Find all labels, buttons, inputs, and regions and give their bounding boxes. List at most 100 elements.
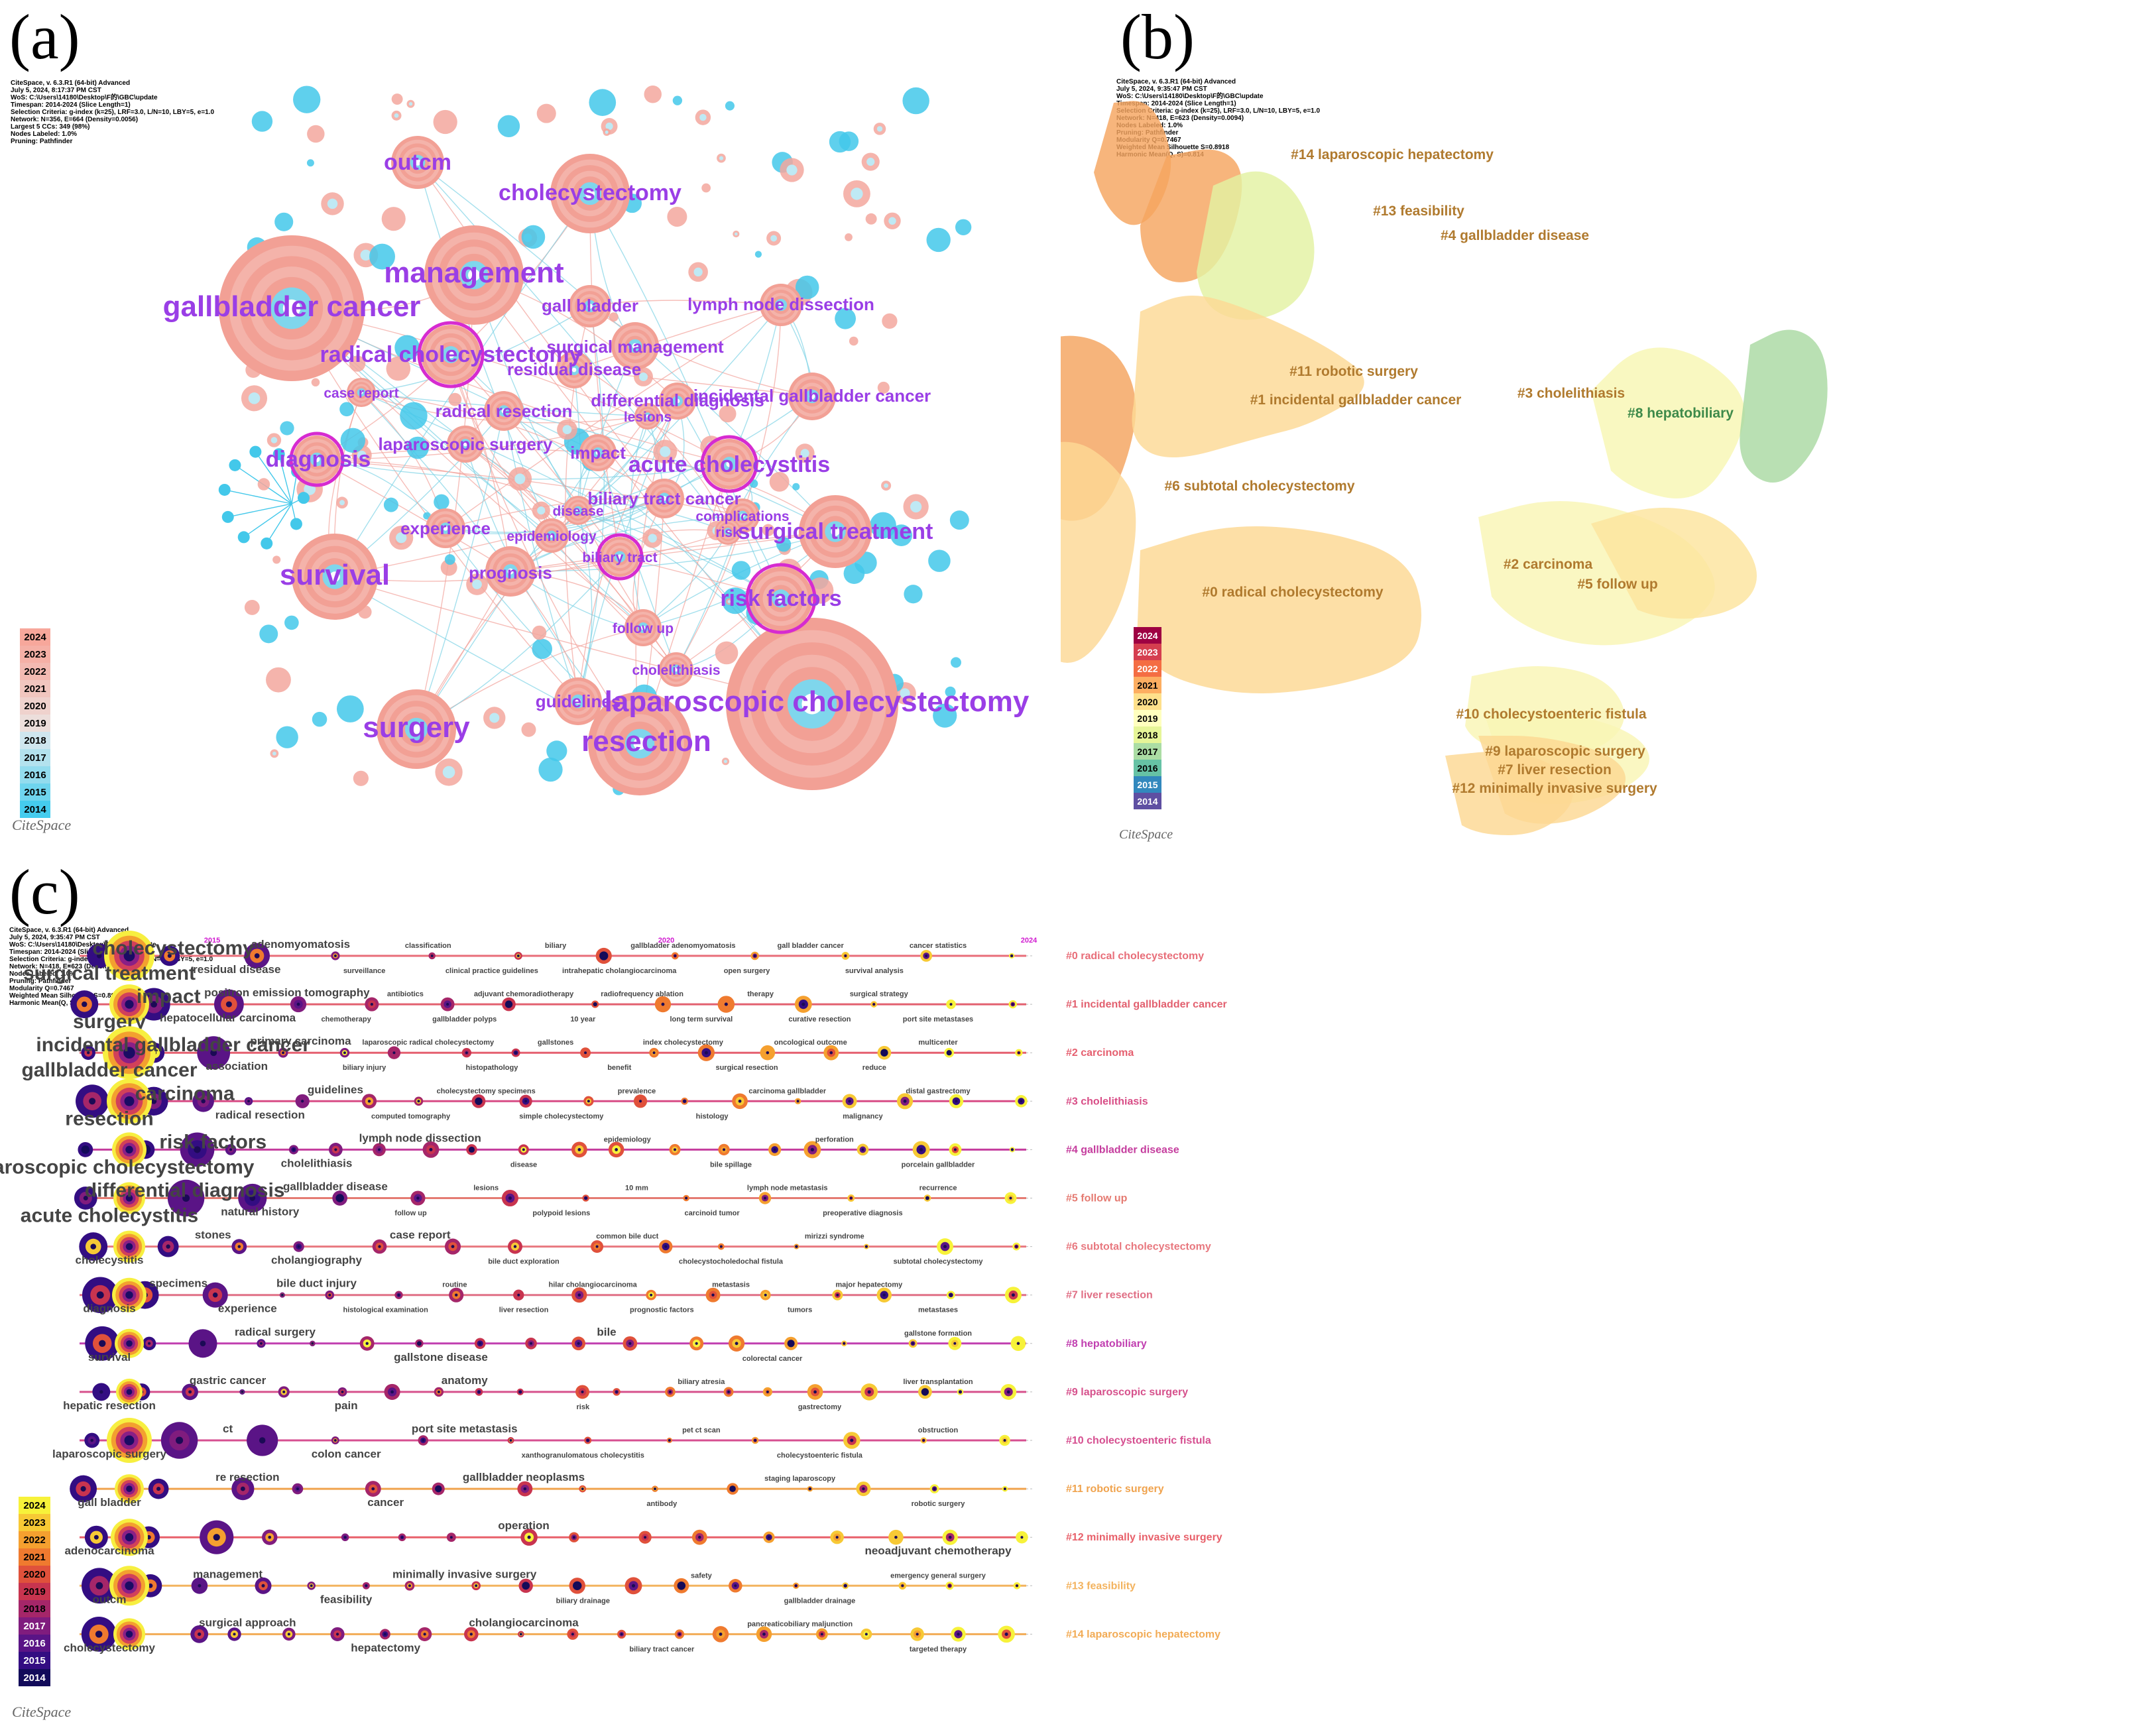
timeline-keyword-label: hepatocellular carcinoma <box>160 1012 296 1024</box>
timeline-keyword-label: hepatic resection <box>63 1399 156 1412</box>
timeline-keyword-label: lymph node metastasis <box>747 1185 828 1192</box>
timeline-node <box>944 1047 955 1058</box>
minor-keyword-node <box>725 101 735 111</box>
keyword-label: incidental gallbladder cancer <box>693 386 931 406</box>
timeline-node <box>76 1084 109 1118</box>
timeline-node <box>82 1568 117 1604</box>
minor-keyword-node <box>843 180 870 207</box>
timeline-node <box>507 1239 522 1254</box>
keyword-node <box>700 435 758 493</box>
timeline-node <box>197 1036 231 1070</box>
legend-year-2016: 2016 <box>20 766 50 783</box>
keyword-node <box>219 235 365 381</box>
keyword-label: lymph node dissection <box>687 294 874 314</box>
timeline-node <box>998 1625 1015 1643</box>
timeline-node <box>842 1094 857 1109</box>
keyword-node <box>447 426 484 463</box>
minor-keyword-node <box>307 125 325 143</box>
timeline-node <box>646 1289 657 1301</box>
keyword-label: acute cholecystitis <box>628 452 830 477</box>
timeline-node <box>908 1339 918 1348</box>
timeline-node <box>113 1182 145 1214</box>
timeline-keyword-label: obstruction <box>918 1426 959 1434</box>
timeline-keyword-label: biliary drainage <box>556 1597 610 1605</box>
keyword-label: biliary tract cancer <box>587 489 741 508</box>
timeline-keyword-label: epidemiology <box>604 1135 652 1143</box>
cluster-label: #4 gallbladder disease <box>1441 228 1589 243</box>
timeline-keyword-label: ct <box>223 1422 233 1435</box>
timeline-node <box>214 989 244 1019</box>
timeline-keyword-label: prognostic factors <box>630 1306 694 1314</box>
keyword-label: outcm <box>384 150 451 175</box>
timeline-node <box>847 1194 855 1202</box>
timeline-node <box>591 1240 604 1253</box>
minor-keyword-node <box>795 275 819 300</box>
minor-keyword-node <box>270 749 279 758</box>
timeline-node <box>717 1243 725 1250</box>
timeline-node <box>1009 1147 1015 1153</box>
minor-keyword-node <box>644 86 662 103</box>
timeline-keyword-label: pet ct scan <box>682 1426 721 1434</box>
timeline-keyword-label: liver resection <box>499 1306 549 1314</box>
timeline-node <box>751 1436 759 1444</box>
timeline-node <box>732 1093 748 1110</box>
minor-keyword-node <box>849 336 859 346</box>
timeline-keyword-label: bile duct exploration <box>488 1258 560 1266</box>
timeline-node <box>444 1238 461 1255</box>
timeline-node <box>1015 1049 1023 1057</box>
minor-keyword-node <box>340 428 366 453</box>
timeline-keyword-label: benefit <box>607 1064 631 1072</box>
minor-keyword-node <box>731 561 751 580</box>
timeline-keyword-label: cancer <box>367 1496 404 1509</box>
timeline-node <box>231 1239 247 1254</box>
timeline-node <box>331 1436 339 1444</box>
timeline-keyword-label: major hepatectomy <box>835 1281 903 1289</box>
timeline-node <box>762 1387 772 1397</box>
timeline-node <box>292 1483 304 1495</box>
timeline-keyword-label: gallbladder drainage <box>784 1597 856 1605</box>
keyword-node <box>550 154 630 233</box>
timeline-node <box>918 1385 932 1399</box>
timeline-keyword-label: follow up <box>394 1210 427 1218</box>
cluster-label: #8 hepatobiliary <box>1628 406 1734 421</box>
timeline-node <box>671 952 679 960</box>
minor-keyword-node <box>280 421 294 435</box>
minor-keyword-node <box>653 439 678 464</box>
keyword-label: experience <box>400 518 491 538</box>
timeline-keyword-label: gallbladder disease <box>283 1181 388 1193</box>
timeline-node <box>760 1045 776 1061</box>
timeline-keyword-label: reduce <box>862 1064 886 1072</box>
minor-keyword-node <box>466 573 488 595</box>
timeline-keyword-label: residual disease <box>193 963 280 976</box>
timeline-keyword-label: simple cholecystectomy <box>519 1112 604 1120</box>
timeline-keyword-label: surgical resection <box>715 1064 778 1072</box>
timeline-node <box>202 1282 228 1308</box>
keyword-label: risk <box>715 525 741 540</box>
timeline-node <box>654 996 672 1013</box>
timeline-node <box>330 1627 345 1641</box>
legend-year-2023: 2023 <box>20 646 50 663</box>
cluster-label: #1 incidental gallbladder cancer <box>1250 392 1462 408</box>
timeline-node <box>513 1289 524 1301</box>
timeline-node <box>575 1385 589 1399</box>
timeline-node <box>418 1627 432 1641</box>
timeline-node <box>870 1001 878 1008</box>
timeline-node <box>912 1141 930 1159</box>
minor-keyword-node <box>835 308 857 329</box>
timeline-keyword-label: risk factors <box>159 1131 267 1153</box>
cluster-label: #9 laparoscopic surgery <box>1485 744 1645 759</box>
timeline-keyword-label: positron emission tomography <box>204 986 370 999</box>
timeline-keyword-label: emergency general surgery <box>890 1572 986 1580</box>
timeline-keyword-label: classification <box>405 942 451 950</box>
cluster-region <box>1591 508 1757 619</box>
timeline-node <box>295 1094 310 1108</box>
timeline-node <box>329 1143 343 1157</box>
timeline-keyword-label: operation <box>498 1519 549 1532</box>
timeline-keyword-label: port site metastasis <box>412 1422 518 1435</box>
timeline-node <box>111 1519 148 1556</box>
cluster-label: #11 robotic surgery <box>1289 364 1418 379</box>
minor-keyword-node <box>688 262 708 282</box>
timeline-keyword-label: surgical treatment <box>23 962 196 984</box>
legend-year-2021: 2021 <box>19 1548 50 1566</box>
